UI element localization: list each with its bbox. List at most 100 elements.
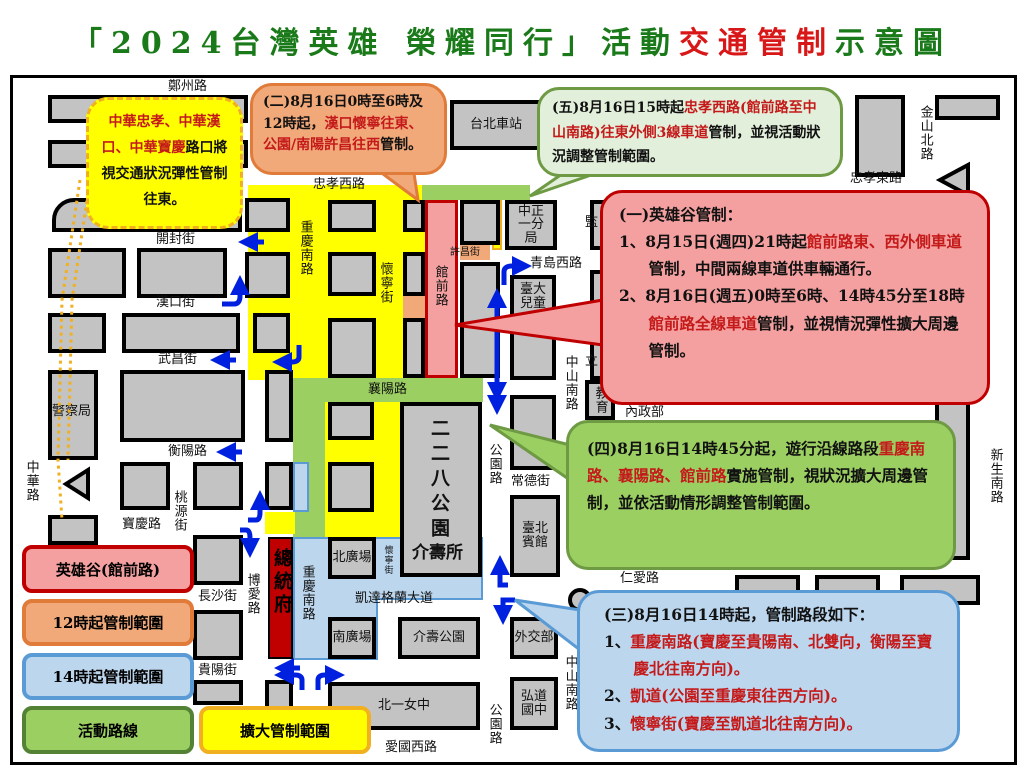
street-kaifeng: 開封街 bbox=[156, 232, 196, 247]
note-zhonghua-intersections: 中華忠孝、中華漢口、中華寶慶路口將視交通狀況彈性管制往東。 bbox=[86, 97, 243, 229]
city-block bbox=[855, 95, 905, 177]
city-block bbox=[403, 318, 425, 378]
block-taipei-station: 台北車站 bbox=[450, 100, 542, 150]
callout-item-3: 3、懷寧街(寶慶至凱道北往南方向)。 bbox=[604, 710, 943, 737]
callout-highlight: 懷寧街(寶慶至凱道北往南方向)。 bbox=[630, 713, 862, 733]
block-228-park bbox=[400, 402, 482, 577]
afternoon-zone-strip bbox=[293, 462, 309, 512]
callout-text: (四)8月16日14時45分起，遊行沿線路段 bbox=[587, 439, 879, 458]
street-zhonghua: 中華路 bbox=[23, 460, 39, 502]
city-block bbox=[460, 262, 500, 378]
block-taipei-guest-house: 臺北賓館 bbox=[510, 495, 560, 577]
legend-label: 12時起管制範圍 bbox=[52, 614, 164, 632]
street-chongqing-s: 重慶南路 bbox=[297, 220, 313, 276]
callout-5-zhongxiao-control: (五)8月16日15時起忠孝西路(館前路至中山南路)往東外側3線車道管制，並視活… bbox=[537, 87, 843, 177]
callout-highlight: 館前路東、西外側車道 bbox=[806, 232, 962, 252]
street-changsha: 長沙街 bbox=[198, 589, 238, 604]
callout-3-afternoon-control: (三)8月16日14時起，管制路段如下： 1、重慶南路(寶慶至貴陽南、北雙向，衡… bbox=[577, 590, 960, 752]
block-north-plaza: 北廣場 bbox=[328, 537, 376, 579]
route-chongqing bbox=[293, 378, 325, 538]
label-228-park: 二二八公園 bbox=[427, 418, 450, 543]
city-block bbox=[403, 200, 425, 232]
city-block bbox=[193, 610, 243, 660]
callout-text: 管制。 bbox=[380, 137, 423, 154]
callout-text: (五)8月16日15時起 bbox=[552, 100, 684, 116]
city-block bbox=[935, 95, 1000, 120]
street-changde: 常德街 bbox=[511, 474, 551, 489]
callout-item-2: 2、8月16日(週五)0時至6時、14時45分至18時館前路全線車道管制，並視情… bbox=[619, 282, 971, 363]
title-activity: 活動 bbox=[600, 26, 679, 61]
city-block bbox=[193, 680, 243, 705]
legend-expanded-zone: 擴大管制範圍 bbox=[199, 706, 371, 754]
city-block bbox=[328, 318, 376, 378]
label-jieshou-suo: 介壽所 bbox=[412, 543, 463, 563]
callout-heading: (一)英雄谷管制： bbox=[619, 205, 743, 224]
street-boai: 博愛路 bbox=[244, 573, 260, 615]
block-jieshou-park: 介壽公園 bbox=[398, 617, 480, 659]
street-zhengzhou: 鄭州路 bbox=[168, 79, 208, 94]
callout-4-parade-route-control: (四)8月16日14時45分起，遊行沿線路段重慶南路、襄陽路、館前路實施管制，視… bbox=[566, 420, 956, 570]
note-red-text: 中華忠孝、中華漢口、中華寶慶 bbox=[101, 114, 221, 156]
street-guanqian: 館前路 bbox=[432, 265, 448, 307]
city-block bbox=[265, 462, 293, 510]
city-block bbox=[48, 515, 98, 545]
city-block bbox=[328, 252, 376, 296]
street-huaining: 懷寧街 bbox=[377, 262, 393, 304]
callout-text: 實施管制，視狀況擴大周邊管制，並依活動情形調整管制範圍。 bbox=[587, 466, 929, 513]
city-block bbox=[328, 462, 374, 512]
city-block bbox=[48, 248, 126, 298]
legend-label: 擴大管制範圍 bbox=[239, 721, 330, 740]
street-chongqing-s: 重慶南路 bbox=[299, 565, 315, 621]
title-event-name: 2024台灣英雄 榮耀同行 bbox=[111, 26, 562, 61]
callout-text: 管制，並視活動狀況調整管制範圍。 bbox=[552, 124, 821, 166]
callout-item-1: 1、8月15日(週四)21時起館前路東、西外側車道管制，中間兩線車道供車輛通行。 bbox=[619, 228, 971, 282]
city-block bbox=[245, 252, 290, 298]
callout-text: (二)8月16日0時至6時及12時起， bbox=[263, 94, 423, 132]
legend-noon-zone: 12時起管制範圍 bbox=[22, 599, 194, 646]
legend-afternoon-zone: 14時起管制範圍 bbox=[22, 653, 194, 700]
city-block bbox=[328, 402, 374, 440]
callout-highlight: 忠孝西路(館前路至中山南路)往東外側3線車道 bbox=[552, 100, 817, 141]
street-hankou: 漢口街 bbox=[156, 295, 196, 310]
legend-hero-valley: 英雄谷(館前路) bbox=[22, 545, 194, 593]
callout-item-2: 2、凱道(公園至重慶東往西方向)。 bbox=[604, 682, 943, 709]
street-gongyuan: 公園路 bbox=[486, 703, 502, 745]
city-block bbox=[120, 462, 170, 510]
city-block bbox=[460, 200, 500, 245]
callout-highlight: 凱道(公園至重慶東往西方向)。 bbox=[630, 686, 847, 706]
callout-1-hero-valley-control: (一)英雄谷管制： 1、8月15日(週四)21時起館前路東、西外側車道管制，中間… bbox=[600, 190, 990, 405]
block-ntu-children-hospital: 臺大兒童 bbox=[510, 275, 556, 380]
city-block bbox=[265, 370, 293, 442]
street-taoyuan: 桃源街 bbox=[171, 490, 187, 532]
label-interior: 內政部 bbox=[625, 405, 665, 420]
street-guiyang: 貴陽街 bbox=[198, 663, 238, 678]
label-li: 立 bbox=[585, 354, 599, 369]
street-zhongxiao-w: 忠孝西路 bbox=[313, 177, 366, 192]
legend-label: 英雄谷(館前路) bbox=[55, 560, 161, 579]
block-south-plaza: 南廣場 bbox=[328, 617, 376, 659]
label-presidential-office: 總統府 bbox=[270, 548, 293, 617]
street-xuchang: 許昌街 bbox=[450, 247, 480, 258]
callout-item-number: 2、 bbox=[604, 686, 631, 706]
street-baoqing: 寶慶路 bbox=[122, 517, 162, 532]
city-block bbox=[245, 198, 290, 232]
label-jian: 監 bbox=[585, 215, 599, 230]
note-black-text: 路口將視交通狀況彈性管制往東。 bbox=[101, 139, 228, 208]
street-qingdao-w: 青島西路 bbox=[530, 256, 583, 271]
street-zhongshan-s: 中山南路 bbox=[562, 655, 578, 711]
callout-text: 1、8月15日(週四)21時起 bbox=[619, 232, 807, 252]
callout-heading: (三)8月16日14時起，管制路段如下： bbox=[604, 605, 875, 624]
callout-text: 管制，中間兩線車道供車輛通行。 bbox=[648, 259, 881, 279]
callout-item-number: 3、 bbox=[604, 713, 631, 733]
callout-item-number: 1、 bbox=[604, 632, 631, 652]
title-bracket-open: 「 bbox=[72, 26, 112, 61]
legend-route: 活動路線 bbox=[22, 706, 194, 754]
route-zhongxiao bbox=[422, 185, 530, 200]
callout-item-1: 1、重慶南路(寶慶至貴陽南、北雙向，衡陽至寶慶北往南方向)。 bbox=[604, 628, 943, 682]
callout-text: 管制，並視情況彈性擴大周邊管制。 bbox=[648, 313, 959, 360]
callout-highlight: 重慶南路(寶慶至貴陽南、北雙向，衡陽至寶慶北往南方向)。 bbox=[630, 632, 933, 679]
hero-valley-guanqian[interactable] bbox=[425, 200, 458, 378]
callout-highlight: 漢口懷寧往東、公園/南陽許昌往西 bbox=[263, 115, 423, 154]
street-xinsheng-s: 新生南路 bbox=[987, 448, 1003, 504]
street-jinshan-n: 金山北路 bbox=[917, 105, 933, 161]
